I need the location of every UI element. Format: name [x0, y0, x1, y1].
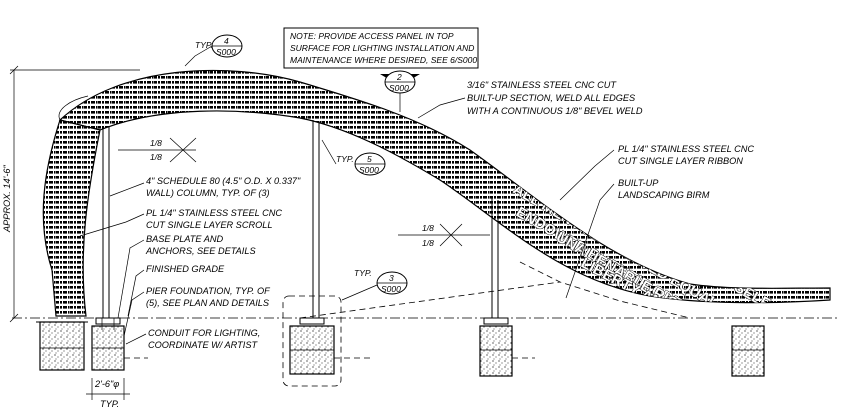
ribbon-label: PL 1/4" STAINLESS STEEL CNC CUT SINGLE L…: [559, 144, 754, 201]
detail-tag-4: TYP. 4 S000: [184, 34, 243, 67]
pier-line-2: (5), SEE PLAN AND DETAILS: [146, 298, 270, 308]
built-up-line-1: 3/16" STAINLESS STEEL CNC CUT: [467, 80, 617, 90]
stainless-scroll: [42, 95, 101, 317]
finished-grade-label: FINISHED GRADE: [127, 264, 225, 317]
detail-tag-5: TYP. 5 S000: [321, 139, 386, 176]
height-dimension: APPROX. 14'-6": [2, 65, 140, 323]
conduit-line-1: CONDUIT FOR LIGHTING,: [148, 328, 260, 338]
landscaping-birm-line: [519, 261, 691, 319]
width-dimension: 2'-6"φ TYP.: [86, 378, 130, 409]
column-2: [312, 120, 320, 318]
slope-1-bottom: 1/8: [150, 152, 162, 162]
scroll-label: PL 1/4" STAINLESS STEEL CNC CUT SINGLE L…: [79, 208, 282, 237]
note-line-1: NOTE: PROVIDE ACCESS PANEL IN TOP: [290, 31, 454, 41]
note-line-2: SURFACE FOR LIGHTING INSTALLATION AND: [290, 43, 474, 53]
detail-tag-3: TYP. 3 S000: [341, 268, 408, 301]
conduit-line-2: COORDINATE W/ ARTIST: [148, 340, 258, 350]
tag-2-sheet: S000: [389, 83, 409, 93]
base-plate-line-2: ANCHORS, SEE DETAILS: [145, 246, 256, 256]
pier-line-1: PIER FOUNDATION, TYP. OF: [146, 286, 271, 296]
slope-marker-1: 1/8 1/8: [118, 137, 197, 163]
access-panel-note: NOTE: PROVIDE ACCESS PANEL IN TOP SURFAC…: [283, 27, 479, 69]
scroll-line-2: CUT SINGLE LAYER SCROLL: [146, 220, 272, 230]
birm-label: BUILT-UP LANDSCAPING BIRM: [565, 178, 710, 299]
tag-5-typ: TYP.: [336, 154, 354, 164]
column-3: [491, 196, 499, 318]
width-dimension-label: 2'-6"φ: [94, 379, 119, 389]
tag-3-sheet: S000: [381, 284, 401, 294]
tag-3-typ: TYP.: [354, 268, 372, 278]
built-up-section-label: 3/16" STAINLESS STEEL CNC CUT BUILT-UP S…: [417, 80, 643, 119]
detail-callout-box: [282, 295, 342, 387]
slope-marker-2: 1/8 1/8: [398, 223, 490, 248]
section-tag-2: 2 S000: [380, 70, 420, 112]
slope-2-top: 1/8: [422, 223, 434, 233]
slope-1-top: 1/8: [150, 138, 162, 148]
tag-4-sheet: S000: [216, 47, 236, 57]
pier-foundation-1: [36, 321, 88, 371]
tag-5-num: 5: [367, 154, 372, 164]
base-plate-label: BASE PLATE AND ANCHORS, SEE DETAILS: [117, 234, 256, 319]
tag-4-num: 4: [224, 36, 229, 46]
tag-4-typ: TYP.: [195, 40, 213, 50]
tag-5-sheet: S000: [359, 165, 379, 175]
ribbon-line-2: CUT SINGLE LAYER RIBBON: [618, 156, 743, 166]
width-dimension-typ: TYP.: [100, 399, 119, 409]
slope-2-bottom: 1/8: [422, 238, 434, 248]
column-1: [102, 127, 110, 318]
conduit-label: CONDUIT FOR LIGHTING, COORDINATE W/ ARTI…: [125, 328, 260, 350]
pier-foundation-5: [731, 325, 765, 377]
note-line-3: MAINTENANCE WHERE DESIRED, SEE 6/S000: [290, 55, 477, 65]
pier-foundation-3: [282, 295, 342, 387]
pier-label: PIER FOUNDATION, TYP. OF (5), SEE PLAN A…: [123, 286, 271, 337]
pier-foundation-4: [479, 317, 513, 377]
scroll-line-1: PL 1/4" STAINLESS STEEL CNC: [146, 208, 282, 218]
height-dimension-label: APPROX. 14'-6": [2, 164, 12, 233]
column-label: 4" SCHEDULE 80 (4.5" O.D. X 0.337" WALL)…: [109, 176, 301, 198]
pier-foundation-2: [91, 317, 125, 371]
base-plate-line-1: BASE PLATE AND: [146, 234, 223, 244]
tag-2-num: 2: [396, 72, 402, 82]
tag-3-num: 3: [389, 273, 394, 283]
ribbon-line-1: PL 1/4" STAINLESS STEEL CNC: [618, 144, 754, 154]
birm-line-1: BUILT-UP: [618, 178, 659, 188]
svg-text:FINISHED GRADE: FINISHED GRADE: [146, 264, 225, 274]
built-up-line-2: BUILT-UP SECTION, WELD ALL EDGES: [467, 93, 636, 103]
birm-line-2: LANDSCAPING BIRM: [618, 190, 710, 200]
built-up-line-3: WITH A CONTINUOUS 1/8" BEVEL WELD: [467, 106, 643, 116]
column-line-2: WALL) COLUMN, TYP. OF (3): [146, 188, 270, 198]
column-line-1: 4" SCHEDULE 80 (4.5" O.D. X 0.337": [146, 176, 301, 186]
